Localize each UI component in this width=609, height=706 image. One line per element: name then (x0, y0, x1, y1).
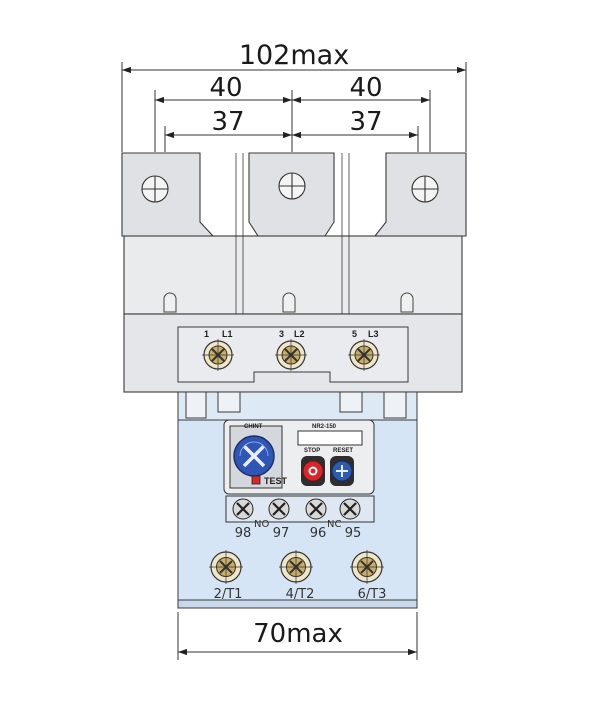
load-terminal-T2: 4/T2 (286, 587, 315, 602)
line-terminal-3-num: 5 (352, 329, 357, 339)
dim-base-width: 70max (253, 619, 343, 649)
aux-screw-96 (305, 498, 327, 520)
load-terminal-T3: 6/T3 (358, 587, 387, 602)
test-label: TEST (264, 476, 288, 486)
line-terminal-2-num: 3 (279, 329, 284, 339)
load-terminal-T1: 2/T1 (214, 587, 243, 602)
aux-screw-97 (268, 498, 290, 520)
stop-label: STOP (304, 448, 320, 454)
terminal-screw-T1 (209, 550, 243, 584)
aux-contact-98: 98 (235, 526, 252, 541)
aux-no-label: NO (254, 519, 269, 530)
aux-contact-95: 95 (345, 526, 362, 541)
stop-button[interactable] (301, 456, 325, 486)
line-terminal-1-num: 1 (204, 329, 209, 339)
aux-nc-label: NC (327, 519, 341, 530)
terminal-screw-T3 (350, 550, 384, 584)
terminal-screw-L2 (275, 339, 307, 371)
reset-label: RESET (333, 448, 353, 454)
aux-screw-95 (339, 498, 361, 520)
aux-contact-97: 97 (273, 526, 290, 541)
aux-contact-screws (232, 498, 361, 520)
line-terminal-1-name: L1 (222, 329, 233, 339)
aux-screw-98 (232, 498, 254, 520)
model-label: NR2-150 (312, 424, 337, 430)
line-terminal-2-name: L2 (294, 329, 305, 339)
load-terminal-screws (209, 550, 384, 584)
test-button[interactable] (251, 475, 261, 485)
dim-overall-width: 102max (239, 40, 349, 71)
reset-button[interactable] (330, 456, 354, 486)
dim-inner-right: 37 (349, 107, 382, 137)
terminal-screw-T2 (279, 550, 313, 584)
dimension-lines (121, 62, 467, 660)
terminal-screw-L3 (348, 339, 380, 371)
busbar-slots (163, 292, 414, 313)
dim-pitch-right: 40 (349, 73, 382, 103)
dim-inner-left: 37 (211, 107, 244, 137)
dim-pitch-left: 40 (209, 73, 242, 103)
current-setting-dial[interactable] (233, 435, 275, 477)
aux-contact-96: 96 (310, 526, 327, 541)
brand-label: CHINT (244, 424, 263, 430)
line-terminal-3-name: L3 (368, 329, 379, 339)
mounting-holes (141, 172, 439, 203)
terminal-screw-L1 (202, 339, 234, 371)
line-terminal-screws (202, 339, 380, 371)
